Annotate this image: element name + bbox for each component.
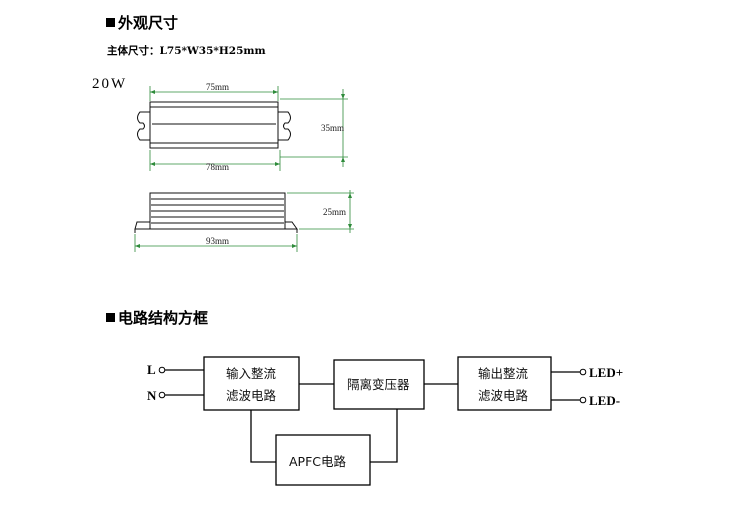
top-view-body: [149, 101, 279, 149]
side-view-flange: [134, 221, 298, 230]
output-rectifier-line1: 输出整流: [478, 366, 529, 381]
dimension-lines: [134, 86, 354, 252]
dim-width: 35mm: [321, 123, 344, 133]
output-label-led-plus: LED+: [589, 365, 623, 380]
block-diagram-heading: 电路结构方框: [106, 307, 208, 328]
dimension-arrows: [135, 90, 352, 248]
dimensions-heading: 外观尺寸: [106, 12, 178, 33]
input-rectifier-line1: 输入整流: [226, 366, 277, 381]
apfc-block: [275, 434, 371, 486]
body-size-spec: 主体尺寸：L75*W35*H25mm: [107, 45, 266, 57]
dim-height: 25mm: [323, 207, 346, 217]
input-rectifier-line2: 滤波电路: [226, 388, 277, 403]
right-mount-ear: [278, 111, 291, 141]
left-mount-ear: [137, 111, 150, 141]
isolation-transformer-label: 隔离变压器: [347, 377, 410, 392]
l-terminal-icon: [158, 366, 166, 374]
led-plus-terminal-icon: [579, 368, 587, 376]
input-label-n: N: [147, 388, 157, 403]
dim-total-length: 93mm: [206, 236, 229, 246]
output-rectifier-line2: 滤波电路: [478, 388, 529, 403]
led-minus-terminal-icon: [579, 396, 587, 404]
dim-top-length: 75mm: [206, 82, 229, 92]
dim-mount-length: 78mm: [206, 162, 229, 172]
output-label-led-minus: LED-: [589, 393, 620, 408]
apfc-label: APFC电路: [289, 454, 347, 469]
bullet-square-icon: [106, 18, 115, 27]
input-label-l: L: [147, 362, 156, 377]
bullet-square-icon: [106, 313, 115, 322]
model-label: 20W: [92, 76, 128, 92]
n-terminal-icon: [158, 391, 166, 399]
